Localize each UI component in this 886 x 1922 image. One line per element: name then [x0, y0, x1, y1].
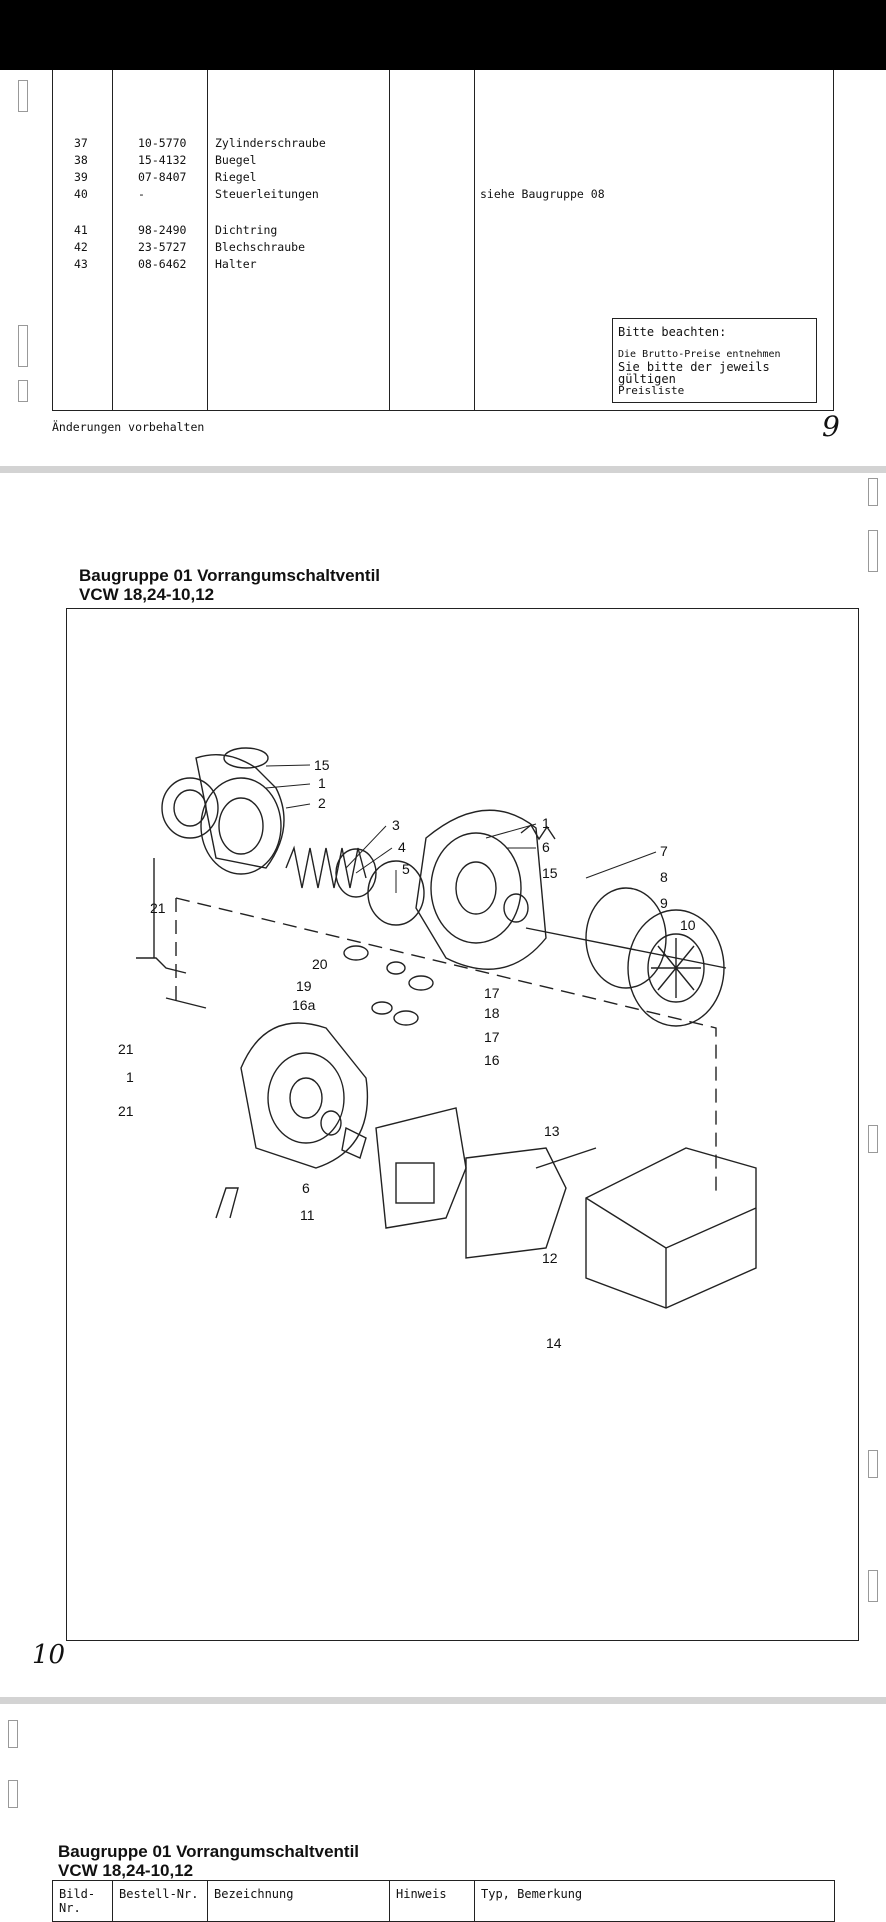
callout-label: 7	[660, 843, 668, 859]
footer-note: Änderungen vorbehalten	[52, 420, 205, 434]
callout-label: 6	[542, 839, 550, 855]
cell-bild-nr: 42	[74, 240, 88, 254]
cell-bild-nr: 40	[74, 187, 88, 201]
callout-label: 10	[680, 917, 696, 933]
cell-bezeichnung: Blechschraube	[215, 240, 306, 254]
callout-label: 6	[302, 1180, 310, 1196]
callout-label: 12	[542, 1250, 558, 1266]
note-line: Preisliste	[618, 384, 685, 397]
cell-bestell-nr: 07-8407	[138, 170, 187, 184]
cell-bild-nr: 39	[74, 170, 88, 184]
cell-bestell-nr: 08-6462	[138, 257, 187, 271]
title-subline: VCW 18,24-10,12	[79, 585, 215, 604]
binder-mark	[8, 1720, 18, 1748]
callout-label: 21	[118, 1041, 134, 1057]
callout-label: 1	[542, 815, 550, 831]
page-number: 10	[32, 1640, 66, 1670]
binder-mark	[18, 80, 28, 112]
table-border	[474, 70, 475, 410]
column-header: Bezeichnung	[207, 1880, 390, 1922]
title-subline: VCW 18,24-10,12	[58, 1861, 194, 1880]
cell-bild-nr: 38	[74, 153, 88, 167]
cell-bestell-nr: -	[138, 187, 145, 201]
cell-bezeichnung: Dichtring	[215, 223, 278, 237]
cell-bestell-nr: 15-4132	[138, 153, 187, 167]
title-line: Baugruppe 01 Vorrangumschaltventil	[79, 566, 381, 585]
binder-mark	[868, 1570, 878, 1602]
callout-label: 1	[126, 1069, 134, 1085]
page-separator	[0, 1697, 886, 1704]
callout-label: 13	[544, 1123, 560, 1139]
column-header: Typ, Bemerkung	[474, 1880, 835, 1922]
cell-bestell-nr: 23-5727	[138, 240, 187, 254]
exploded-parts-diagram: 15 1 2 3 4 5 1 6 15 7 8 9 10 21 20 19 16…	[118, 747, 757, 1351]
callout-label: 14	[546, 1335, 562, 1351]
price-note-box: Bitte beachten: Die Brutto-Preise entneh…	[612, 318, 817, 403]
callout-label: 17	[484, 985, 500, 1001]
cell-bezeichnung: Steuerleitungen	[215, 187, 319, 201]
binder-mark	[868, 1450, 878, 1478]
callout-label: 2	[318, 795, 326, 811]
cell-bild-nr: 43	[74, 257, 88, 271]
binder-mark	[868, 1125, 878, 1153]
cell-bild-nr: 37	[74, 136, 88, 150]
callout-label: 15	[542, 865, 558, 881]
callout-label: 21	[150, 900, 166, 916]
note-line: Die Brutto-Preise entnehmen	[618, 349, 781, 360]
callout-label: 17	[484, 1029, 500, 1045]
cell-bezeichnung: Buegel	[215, 153, 257, 167]
cell-bild-nr: 41	[74, 223, 88, 237]
document-page-10	[0, 473, 886, 1700]
table-border	[52, 410, 834, 411]
title-line: Baugruppe 01 Vorrangumschaltventil	[58, 1842, 360, 1861]
binder-mark	[868, 530, 878, 572]
binder-mark	[18, 325, 28, 367]
callout-label: 3	[392, 817, 400, 833]
callout-label: 5	[402, 861, 410, 877]
document-page-9: 37 10-5770 Zylinderschraube 38 15-4132 Buegel…	[0, 70, 886, 468]
binder-mark	[868, 478, 878, 506]
column-header: Bestell-Nr.	[112, 1880, 208, 1922]
callout-label: 19	[296, 978, 312, 994]
note-title: Bitte beachten:	[618, 325, 727, 339]
callout-label: 16	[484, 1052, 500, 1068]
column-header: Hinweis	[389, 1880, 475, 1922]
callout-label: 4	[398, 839, 406, 855]
note-line: Sie bitte der jeweils gültigen	[618, 360, 770, 386]
table-border	[52, 70, 53, 410]
table-border	[112, 70, 113, 410]
column-header: Bild- Nr.	[52, 1880, 113, 1922]
cell-bezeichnung: Zylinderschraube	[215, 136, 326, 150]
callout-label: 21	[118, 1103, 134, 1119]
cell-bestell-nr: 98-2490	[138, 223, 187, 237]
page-number: 9	[822, 410, 840, 443]
callout-label: 11	[300, 1207, 315, 1223]
page-separator	[0, 466, 886, 473]
callout-label: 18	[484, 1005, 500, 1021]
table-border	[833, 70, 834, 410]
diagram-frame	[66, 608, 859, 1641]
table-border	[207, 70, 208, 410]
top-status-bar	[0, 0, 886, 70]
callout-label: 15	[314, 757, 330, 773]
callout-label: 16a	[292, 997, 316, 1013]
binder-mark	[8, 1780, 18, 1808]
binder-mark	[18, 380, 28, 402]
cell-bezeichnung: Halter	[215, 257, 257, 271]
parts-table-header: Bild- Nr. Bestell-Nr. Bezeichnung Hinwei…	[52, 1880, 835, 1922]
cell-bemerkung: siehe Baugruppe 08	[480, 187, 605, 201]
callout-label: 1	[318, 775, 326, 791]
cell-bezeichnung: Riegel	[215, 170, 257, 184]
cell-bestell-nr: 10-5770	[138, 136, 187, 150]
page-title: Baugruppe 01 Vorrangumschaltventil VCW 1…	[79, 566, 380, 604]
callout-label: 20	[312, 956, 328, 972]
callout-label: 9	[660, 895, 668, 911]
callout-label: 8	[660, 869, 668, 885]
table-border	[389, 70, 390, 410]
page-title: Baugruppe 01 Vorrangumschaltventil VCW 1…	[58, 1842, 359, 1880]
